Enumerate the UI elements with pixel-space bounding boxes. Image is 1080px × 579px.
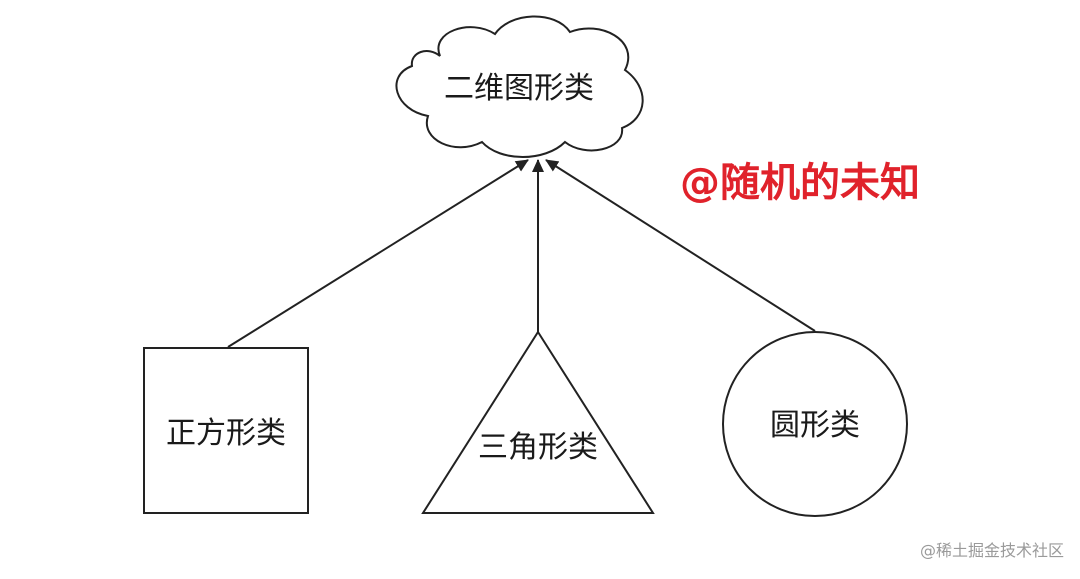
parent-label: 二维图形类 xyxy=(444,71,594,106)
triangle-label: 三角形类 xyxy=(478,430,598,465)
square-node: 正方形类 xyxy=(143,347,309,514)
circle-shape xyxy=(722,331,908,517)
triangle-node: 三角形类 xyxy=(421,330,655,514)
square-label: 正方形类 xyxy=(166,416,286,451)
overlay-watermark: @随机的未知 xyxy=(680,160,920,206)
footer-watermark: @稀土掘金技术社区 xyxy=(920,541,1064,560)
parent-node: 二维图形类 xyxy=(395,15,644,158)
cloud-shape xyxy=(395,15,644,158)
triangle-shape xyxy=(421,330,655,514)
edge-circle-to-parent xyxy=(545,159,816,332)
circle-label: 圆形类 xyxy=(770,408,860,443)
circle-node: 圆形类 xyxy=(722,331,908,517)
edges xyxy=(227,159,816,348)
edge-square-to-parent xyxy=(227,159,529,348)
square-shape xyxy=(143,347,309,514)
